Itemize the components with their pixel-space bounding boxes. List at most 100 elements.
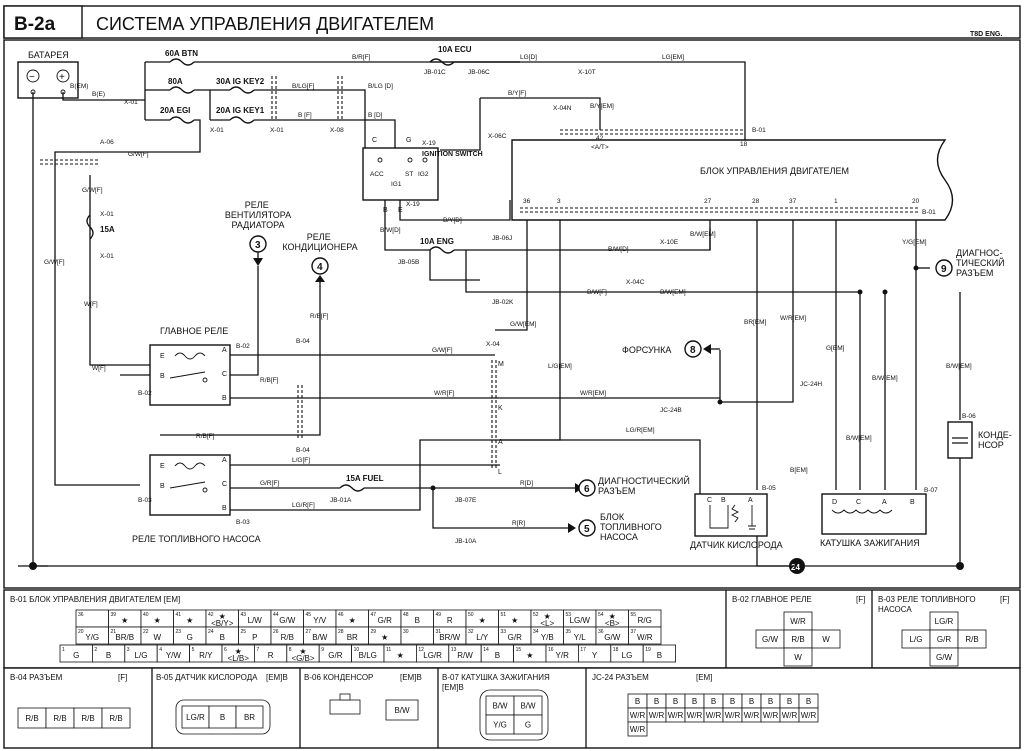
connector-pin-cell: 43L/W — [238, 609, 272, 628]
connector-cell-text: B — [673, 697, 678, 706]
b05-title: B-05 ДАТЧИК КИСЛОРОДА — [156, 673, 258, 682]
pin-number: 49 — [436, 612, 442, 618]
connector-pin-cell: 36 — [75, 609, 109, 628]
connector-pin-cell: 22W — [140, 626, 174, 645]
pin-number: 16 — [548, 647, 554, 653]
wire-jb01a: JB-01A — [330, 497, 352, 504]
fuse-80a-label: 80A — [168, 77, 183, 86]
pin-m: M — [498, 361, 504, 368]
connector-pin-cell: 52★<L> — [530, 609, 564, 628]
connector-pin-cell: G/W — [929, 647, 959, 667]
pin-a-mid: A — [498, 439, 503, 446]
pin-coil-d: D — [832, 499, 837, 506]
connector-cell-text: L/Y — [476, 633, 489, 642]
connector-cell-text: W — [153, 633, 161, 642]
connector-pin-cell: R/B — [73, 707, 103, 729]
wire-lg-em: LG[EM] — [662, 54, 684, 61]
wire-jb10a: JB-10A — [455, 538, 477, 545]
b02-title: B-02 ГЛАВНОЕ РЕЛЕ — [732, 595, 812, 604]
pin-20: 20 — [912, 198, 920, 205]
fuse-10a-ecu-label: 10A ECU — [438, 45, 472, 54]
wire-b-f: B [F] — [298, 112, 312, 119]
connector-cell-text: ★ — [219, 612, 226, 621]
diag2-ref: 6 ДИАГНОСТИЧЕСКИЙ РАЗЪЕМ — [575, 475, 690, 497]
connector-pin-cell: W — [783, 647, 813, 667]
connector-pin-cell: 47G/R — [368, 609, 402, 628]
connector-pin-cell: R/B — [957, 629, 987, 649]
connector-pin-cell: W/R — [627, 707, 648, 723]
connector-pin-cell: LG/R — [929, 611, 959, 631]
condenser-label: КОНДЕ- НСОР — [978, 430, 1014, 450]
b02-f: [F] — [856, 595, 865, 604]
connector-pin-cell: 44G/W — [270, 609, 304, 628]
pin-ig1: IG1 — [391, 181, 402, 188]
connector-cell-text: BR — [244, 713, 255, 722]
wire-x10t: X-10T — [578, 69, 596, 76]
connector-pin-cell: 15★ — [513, 644, 547, 663]
connector-pin-cell: 34Y/B — [530, 626, 564, 645]
connector-pin-cell: 9G/R — [318, 644, 353, 663]
connector-cell-text: W/R — [637, 633, 653, 642]
connector-pin-cell: W/R — [703, 707, 724, 723]
connector-pin-cell: 10B/LG — [351, 644, 385, 663]
b04-title: B-04 РАЗЪЕМ — [10, 673, 63, 682]
connector-pin-cell: LG/R — [181, 705, 210, 729]
connector-pin-cell: L/G — [901, 629, 931, 649]
connector-cell-text: BR — [347, 633, 358, 642]
pin-number: 40 — [143, 612, 149, 618]
fuel-relay-label: РЕЛЕ ТОПЛИВНОГО НАСОСА — [132, 534, 261, 544]
main-relay-label: ГЛАВНОЕ РЕЛЕ — [160, 326, 228, 336]
wire-r-r: R[R] — [512, 520, 525, 527]
connector-pin-cell: 23G — [173, 626, 207, 645]
ecu-label: БЛОК УПРАВЛЕНИЯ ДВИГАТЕЛЕМ — [700, 166, 849, 176]
connector-pin-cell: 49R — [433, 609, 467, 628]
connector-cell-text: <B> — [605, 619, 620, 628]
pin-number: 10 — [354, 647, 360, 653]
wire-gw-f4: G/W[F] — [432, 347, 453, 354]
battery-label: БАТАРЕЯ — [28, 50, 69, 60]
connector-cell-text: Y/L — [574, 633, 587, 642]
connector-cell-text: R/Y — [199, 651, 213, 660]
wire-x10e: X-10E — [660, 239, 679, 246]
pin-b01b: B-01 — [922, 209, 936, 216]
connector-cell-text: BR/B — [115, 633, 134, 642]
wire-w-f2: W[F] — [92, 365, 106, 372]
connector-cell-text: W/R — [790, 617, 806, 626]
o2-sensor: C B A B-05 ДАТЧИК КИСЛОРОДА — [690, 485, 783, 550]
connector-pin-cell: 26R/B — [270, 626, 304, 645]
pin-number: 43 — [241, 612, 247, 618]
wire-x08: X-08 — [330, 127, 344, 134]
connector-cell-text: G/R — [937, 635, 951, 644]
condenser: B-06 КОНДЕ- НСОР — [947, 413, 1014, 570]
connector-pin-cell: 2B — [92, 644, 126, 663]
connector-cell-text: G/W — [279, 616, 295, 625]
pin-number: 36 — [78, 612, 84, 618]
wire-lg-f: L/G[F] — [292, 457, 310, 464]
connector-cell-text: W/R — [687, 711, 703, 720]
connector-pin-cell: W/R — [741, 707, 762, 723]
main-relay: ГЛАВНОЕ РЕЛЕ E B A C B B-02 B-02 — [89, 326, 720, 470]
connector-pin-cell: B/W — [513, 695, 543, 716]
connector-cell-text: B/W — [520, 702, 536, 711]
connector-pin-cell: W/R — [646, 707, 667, 723]
pin-b01a: B-01 — [752, 127, 766, 134]
connector-cell-text: LG/R — [935, 617, 954, 626]
connector-cell-text: G/W — [604, 633, 620, 642]
pin-b02: B-02 — [236, 343, 250, 350]
pin-number: 31 — [436, 629, 442, 635]
wire-by-f: B/Y[F] — [508, 90, 526, 97]
connector-cell-text: G — [525, 721, 531, 730]
connector-cell-text: B — [220, 713, 225, 722]
connector-cell-text: ★ — [121, 616, 128, 625]
connector-pin-cell: 33G/R — [498, 626, 532, 645]
connector-pin-cell: B — [741, 693, 762, 709]
pin-b07: B-07 — [924, 487, 938, 494]
connector-cell-text: B/W — [312, 633, 328, 642]
connector-cell-text: ★ — [609, 612, 616, 621]
